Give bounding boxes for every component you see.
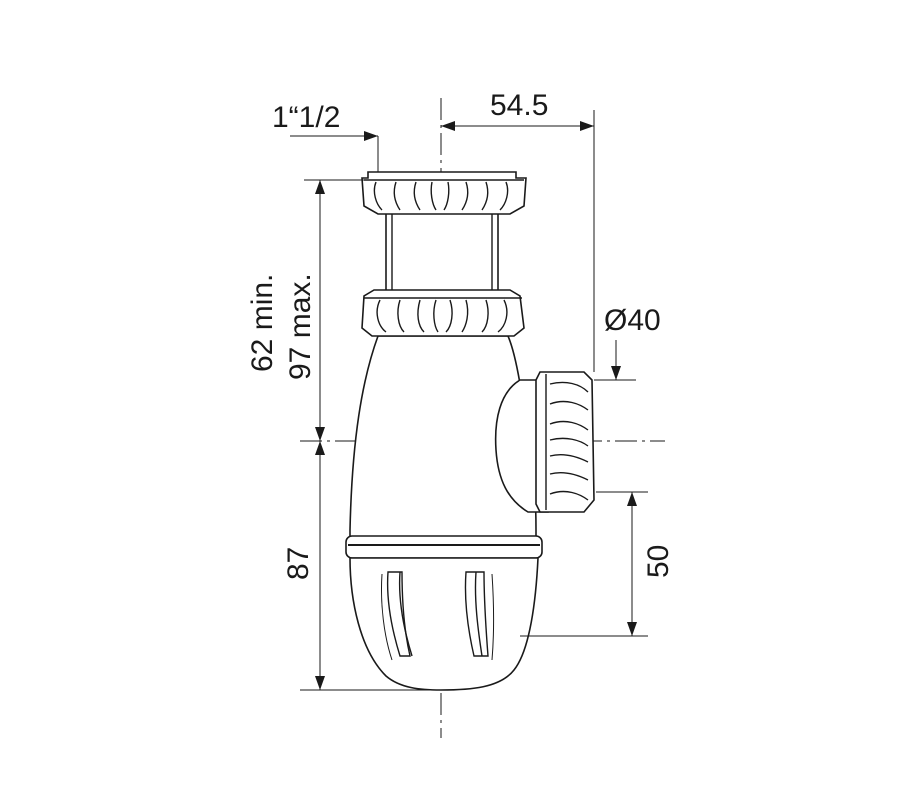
outlet-diameter-dimension [594, 340, 636, 381]
lower-nut [361, 289, 525, 337]
outlet-offset-label: 54.5 [490, 89, 548, 122]
bottom-ring [345, 535, 543, 559]
thread-dimension [290, 131, 379, 172]
upper-nut [361, 171, 527, 215]
thread-label: 1“1/2 [272, 101, 340, 134]
outlet-offset-dimension [441, 110, 595, 372]
cup-ribs [381, 571, 494, 661]
outlet-diameter-label: Ø40 [604, 304, 661, 337]
height-max-label: 97 max. [284, 273, 317, 380]
tailpiece-tube [385, 209, 499, 295]
outlet-height-dimension [520, 491, 648, 637]
lower-height-dimension [300, 441, 430, 691]
outlet-height-label: 50 [642, 545, 675, 578]
outlet-bulge [494, 379, 549, 513]
height-min-label: 62 min. [246, 274, 279, 372]
lower-height-label: 87 [282, 547, 315, 580]
upper-height-dimension [304, 179, 366, 441]
outlet-nut [535, 371, 595, 513]
bottom-cup [349, 557, 539, 691]
trap-body [345, 335, 549, 691]
